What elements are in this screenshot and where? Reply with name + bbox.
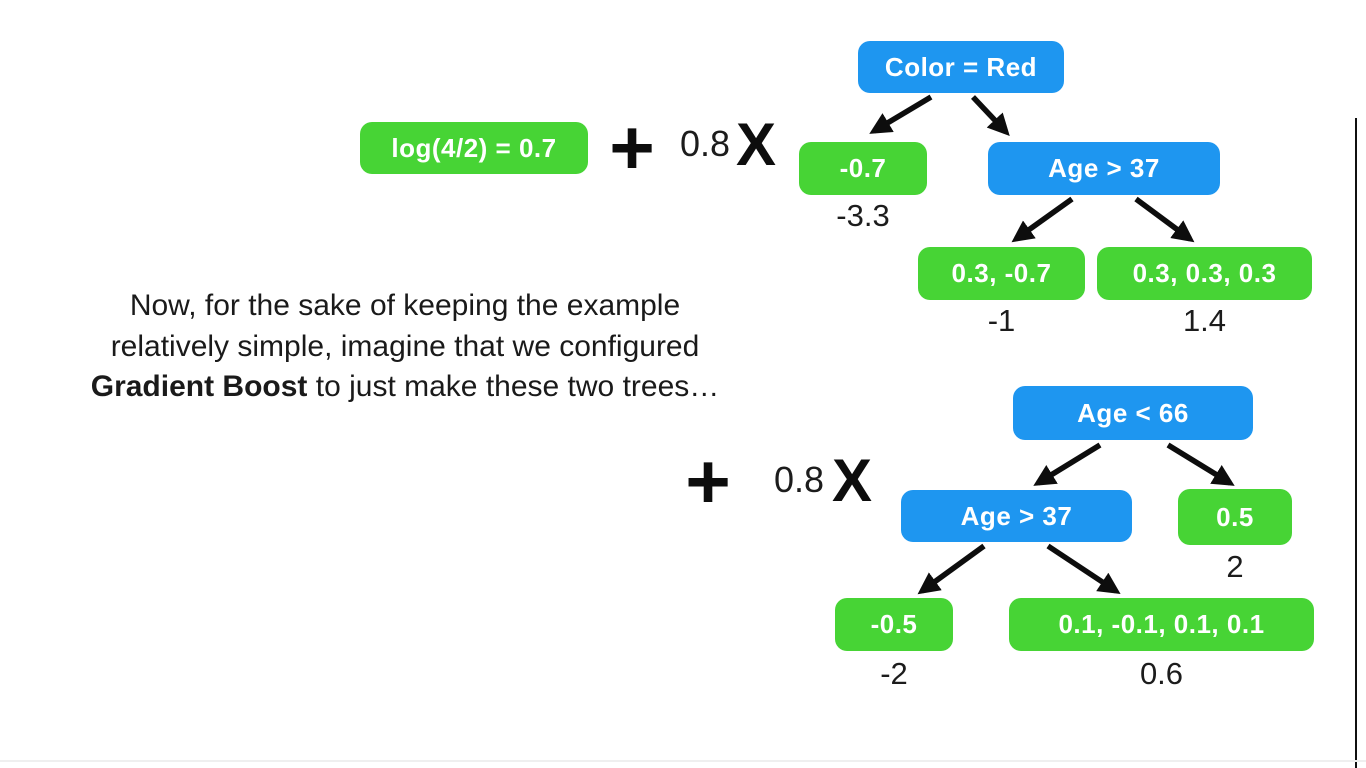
- tree1-right-right-leaf-output: 1.4: [1182, 303, 1227, 338]
- caption-line-3-rest: to just make these two trees…: [307, 370, 720, 403]
- learning-rate-2: 0.8: [774, 459, 825, 500]
- caption-line-3: Gradient Boost to just make these two tr…: [30, 367, 780, 408]
- tree1-right-decision-node: Age > 37: [988, 142, 1220, 195]
- tree2-left-right-leaf-node: 0.1, -0.1, 0.1, 0.1: [1009, 598, 1314, 651]
- edge-arrow: [1046, 543, 1121, 595]
- edge-arrow: [1134, 196, 1195, 243]
- right-edge-line: [1355, 118, 1357, 768]
- multiply-operator-1: X: [736, 111, 777, 178]
- edge-arrow: [1033, 442, 1102, 486]
- tree2-right-leaf-node: 0.5: [1178, 489, 1292, 545]
- tree2-right-leaf-output: 2: [1226, 549, 1244, 584]
- edge-arrow: [869, 94, 933, 134]
- tree2-left-right-leaf-output: 0.6: [1139, 656, 1184, 691]
- multiply-operator-2: X: [832, 447, 873, 514]
- tree1-right-left-leaf-node: 0.3, -0.7: [918, 247, 1085, 300]
- learning-rate-1: 0.8: [680, 123, 731, 164]
- tree2-left-left-leaf-node: -0.5: [835, 598, 953, 651]
- caption-line-1: Now, for the sake of keeping the example: [129, 289, 681, 322]
- plus-operator-1: +: [609, 103, 655, 191]
- bottom-divider-line: [0, 760, 1366, 762]
- tree1-right-left-leaf-output: -1: [987, 303, 1016, 338]
- tree2-root-node: Age < 66: [1013, 386, 1253, 440]
- tree1-root-node: Color = Red: [858, 41, 1064, 93]
- tree1-left-leaf-output: -3.3: [836, 198, 890, 233]
- plus-operator-2: +: [685, 437, 731, 525]
- edge-arrow: [1166, 442, 1235, 486]
- tree2-left-left-leaf-output: -2: [880, 656, 908, 691]
- caption-gradient-boost-bold: Gradient Boost: [90, 370, 308, 403]
- edge-arrow: [917, 543, 986, 595]
- caption-line-2: relatively simple, imagine that we confi…: [110, 329, 700, 363]
- initial-prediction-node: log(4/2) = 0.7: [360, 122, 588, 174]
- edge-arrow: [1011, 196, 1074, 243]
- tree2-left-decision-node: Age > 37: [901, 490, 1132, 542]
- caption-text: Now, for the sake of keeping the example…: [30, 286, 780, 408]
- edge-arrow: [970, 95, 1010, 137]
- tree1-right-right-leaf-node: 0.3, 0.3, 0.3: [1097, 247, 1312, 300]
- tree1-left-leaf-node: -0.7: [799, 142, 927, 195]
